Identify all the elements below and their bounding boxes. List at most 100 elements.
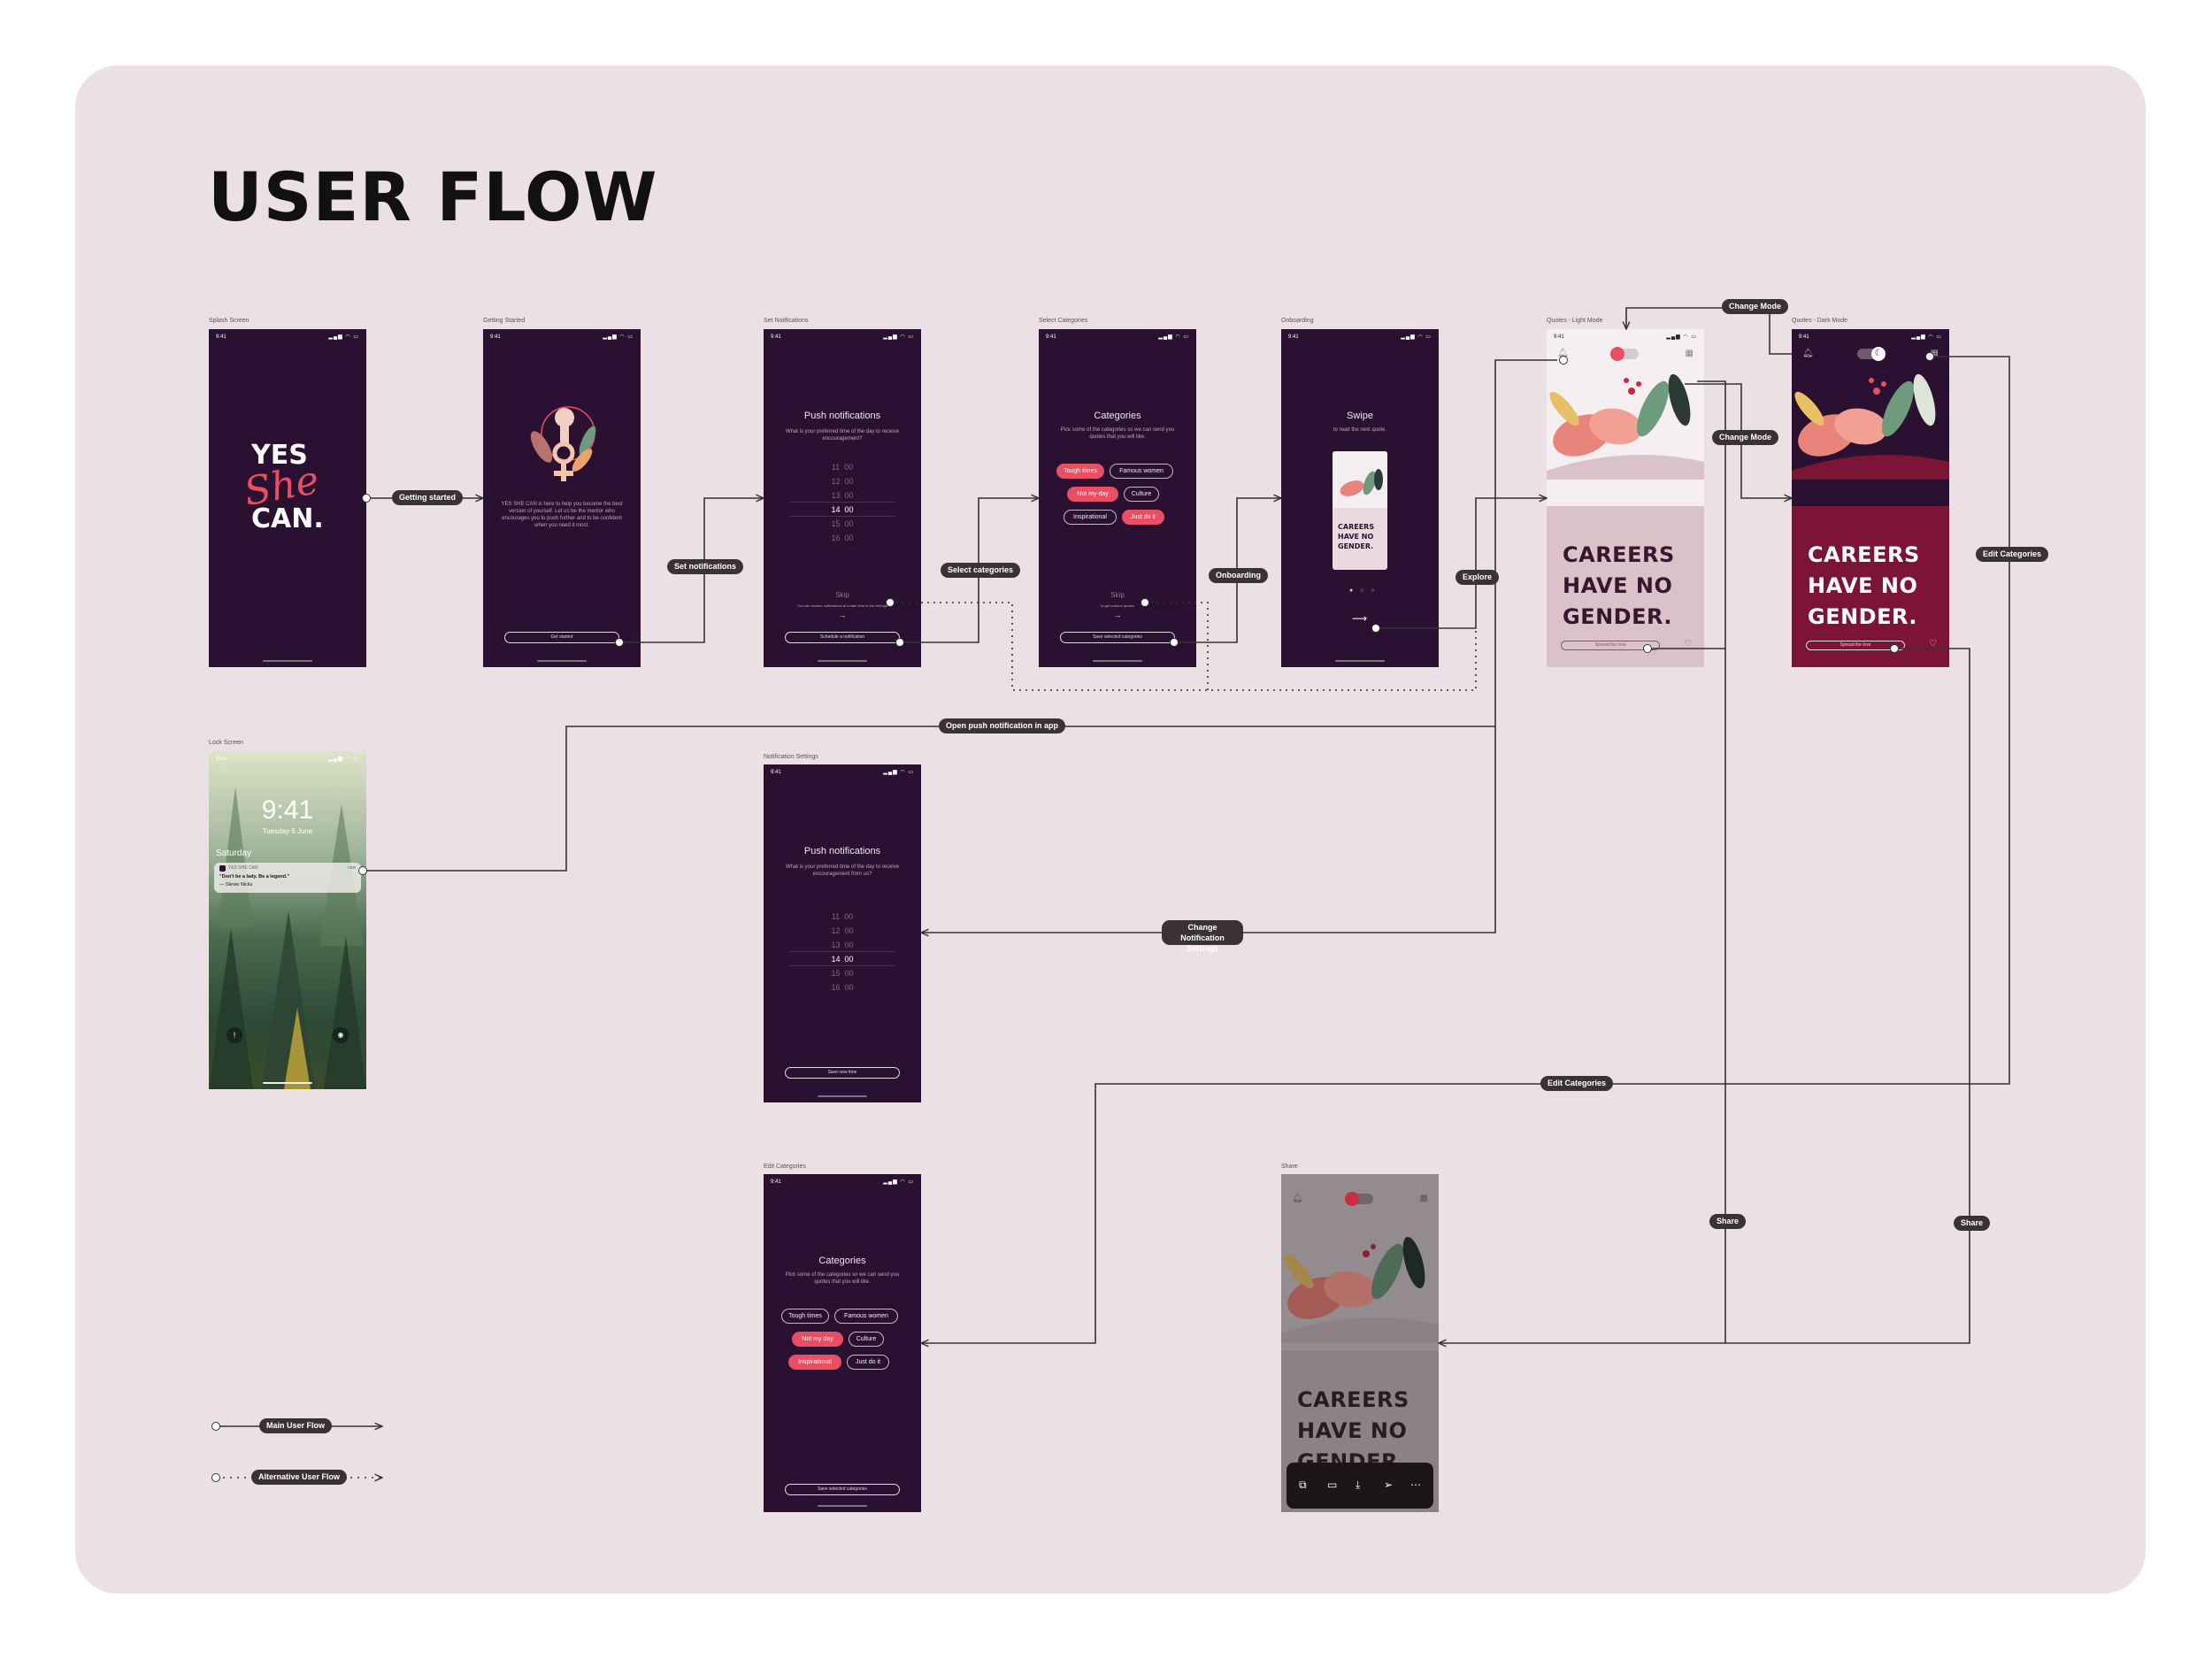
flow-label-change-mode-top[interactable]: Change Mode	[1722, 299, 1789, 314]
chip-culture[interactable]: Culture	[1124, 487, 1159, 502]
mode-toggle[interactable]	[1610, 347, 1639, 361]
chip-not-my-day[interactable]: Not my day	[792, 1332, 843, 1347]
bell-icon[interactable]: 🔔︎	[1802, 349, 1814, 358]
get-started-button[interactable]: Get started	[504, 632, 619, 643]
swipe-arrow-icon[interactable]: ⟶	[1352, 612, 1368, 625]
arrow-right-icon[interactable]: →	[1113, 611, 1122, 619]
send-icon[interactable]: ➢	[1384, 1479, 1394, 1491]
lock-day: Saturday	[216, 849, 252, 858]
chip-famous-women[interactable]: Famous women	[834, 1309, 898, 1324]
screen-quotes-light[interactable]: 9:41 ▂▄▆ ◠ ▭ 🔔︎ ▦ CAREERS HAVE NO GENDER…	[1547, 329, 1704, 667]
time-picker[interactable]: 11 00 12 00 13 00 14 00 15 00 16 00	[764, 460, 921, 545]
chip-just-do-it[interactable]: Just do it	[847, 1355, 889, 1370]
heart-icon[interactable]: ♡	[1929, 639, 1937, 649]
skip-link[interactable]: Skip	[835, 591, 849, 599]
push-notification[interactable]: YES SHE CAN now "Don't be a lady. Be a l…	[214, 863, 361, 893]
flow-label-getting-started[interactable]: Getting started	[392, 490, 464, 505]
screen-lock[interactable]: 9:41 ▂▄▆ ◠ ▭ 9:41 Tuesday 6 June Saturda…	[209, 751, 366, 1089]
screen-share[interactable]: 🔔︎ ▦ CAREERS HAVE NO GENDER. ⧉ ▭ ⤓ ➢ ⋯	[1281, 1174, 1439, 1512]
save-categories-button[interactable]: Save selected categories	[1060, 632, 1175, 643]
home-indicator	[818, 1505, 867, 1507]
chip-tough-times[interactable]: Tough times	[1056, 464, 1104, 479]
mode-toggle[interactable]: ☾	[1857, 347, 1886, 361]
picker-row[interactable]: 13 00	[764, 938, 921, 952]
picker-row[interactable]: 13 00	[764, 488, 921, 503]
chip-inspirational[interactable]: Inspirational	[788, 1355, 841, 1370]
arrow-right-icon[interactable]: →	[838, 611, 847, 619]
status-icons: ▂▄▆ ◠ ▭	[883, 770, 914, 775]
chip-just-do-it[interactable]: Just do it	[1122, 510, 1164, 525]
mode-toggle[interactable]	[1345, 1192, 1373, 1206]
legend-main-label: Main User Flow	[259, 1418, 333, 1433]
picker-hour: 12	[831, 477, 841, 486]
connector-start-dot	[358, 866, 367, 875]
chip-inspirational[interactable]: Inspirational	[1064, 510, 1117, 525]
connector-start-dot	[1925, 352, 1934, 361]
bell-icon[interactable]: 🔔︎	[1292, 1194, 1303, 1203]
flashlight-icon[interactable]: ǃ	[227, 1027, 242, 1043]
flow-label-open-push[interactable]: Open push notification in app	[939, 718, 1065, 733]
flow-label-share-left[interactable]: Share	[1709, 1214, 1747, 1229]
screen-getting-started[interactable]: 9:41 ▂▄▆ ◠ ▭ YES SHE CAN is here to help…	[483, 329, 641, 667]
picker-hour: 11	[831, 912, 841, 921]
grid-icon[interactable]: ▦	[1930, 349, 1939, 358]
screen-splash[interactable]: 9:41 ▂▄▆ ◠ ▭ YES She CAN.	[209, 329, 366, 667]
home-indicator	[263, 1082, 312, 1084]
screen-select-categories[interactable]: 9:41 ▂▄▆ ◠ ▭ Categories Pick some of the…	[1039, 329, 1196, 667]
flow-label-edit-categories-right[interactable]: Edit Categories	[1976, 547, 2049, 562]
grid-icon[interactable]: ▦	[1419, 1194, 1428, 1203]
grid-icon[interactable]: ▦	[1685, 349, 1694, 358]
picker-hour: 16	[831, 983, 841, 992]
screen-edit-categories[interactable]: 9:41 ▂▄▆ ◠ ▭ Categories Pick some of the…	[764, 1174, 921, 1512]
flow-label-onboarding[interactable]: Onboarding	[1209, 568, 1268, 583]
picker-row[interactable]: 15 00	[764, 517, 921, 531]
picker-row[interactable]: 12 00	[764, 474, 921, 488]
schedule-notification-button[interactable]: Schedule a notification	[785, 632, 900, 643]
picker-row-selected[interactable]: 14 00	[764, 952, 921, 966]
flow-label-change-mode-mid[interactable]: Change Mode	[1712, 430, 1779, 445]
chip-culture[interactable]: Culture	[849, 1332, 884, 1347]
picker-row[interactable]: 11 00	[764, 460, 921, 474]
screen-label-lock: Lock Screen	[209, 740, 243, 746]
splash-line1: YES	[251, 440, 308, 471]
screen-set-notifications[interactable]: 9:41 ▂▄▆ ◠ ▭ Push notifications What is …	[764, 329, 921, 667]
flow-label-change-notification[interactable]: Change Notification Settings	[1162, 920, 1243, 953]
picker-row[interactable]: 12 00	[764, 924, 921, 938]
share-sheet[interactable]: ⧉ ▭ ⤓ ➢ ⋯	[1286, 1463, 1433, 1509]
picker-row[interactable]: 16 00	[764, 531, 921, 545]
flow-label-share-right[interactable]: Share	[1954, 1216, 1991, 1231]
download-icon[interactable]: ⤓	[1356, 1479, 1361, 1491]
bell-icon[interactable]: 🔔︎	[1557, 349, 1569, 358]
flow-label-set-notifications[interactable]: Set notifications	[667, 559, 744, 574]
time-picker[interactable]: 11 00 12 00 13 00 14 00 15 00 16 00	[764, 910, 921, 995]
notification-app-name: YES SHE CAN	[228, 865, 258, 871]
flow-label-edit-categories-bottom[interactable]: Edit Categories	[1540, 1076, 1614, 1091]
chip-not-my-day[interactable]: Not my day	[1067, 487, 1118, 502]
more-icon[interactable]: ⋯	[1410, 1479, 1421, 1491]
picker-minute: 00	[844, 955, 854, 964]
connector-start-dot	[1170, 638, 1179, 647]
camera-icon[interactable]: ◉	[333, 1027, 349, 1043]
message-icon[interactable]: ▭	[1327, 1479, 1338, 1491]
getting-started-body: YES SHE CAN is here to help you become t…	[501, 502, 623, 529]
chip-famous-women[interactable]: Famous women	[1110, 464, 1173, 479]
page-dots[interactable]: ● ○ ○	[1349, 588, 1378, 594]
screen-quotes-dark[interactable]: 9:41 ▂▄▆ ◠ ▭ ☾ 🔔︎ ▦ CAREERS HAVE NO GEND…	[1792, 329, 1949, 667]
quote-line-3: GENDER.	[1808, 604, 1918, 629]
screen-notification-settings[interactable]: 9:41 ▂▄▆ ◠ ▭ Push notifications What is …	[764, 764, 921, 1102]
chip-tough-times[interactable]: Tough times	[781, 1309, 829, 1324]
skip-link[interactable]: Skip	[1110, 591, 1125, 599]
heart-icon[interactable]: ♡	[1684, 639, 1692, 649]
copy-icon[interactable]: ⧉	[1299, 1479, 1307, 1491]
screen-onboarding[interactable]: 9:41 ▂▄▆ ◠ ▭ Swipe to read the next quot…	[1281, 329, 1439, 667]
picker-row[interactable]: 16 00	[764, 980, 921, 995]
home-indicator	[818, 1095, 867, 1097]
picker-row-selected[interactable]: 14 00	[764, 503, 921, 517]
home-indicator	[1093, 660, 1142, 662]
picker-row[interactable]: 11 00	[764, 910, 921, 924]
flow-label-explore[interactable]: Explore	[1455, 570, 1500, 585]
picker-row[interactable]: 15 00	[764, 966, 921, 980]
flow-label-select-categories[interactable]: Select categories	[941, 563, 1021, 578]
save-categories-button[interactable]: Save selected categories	[785, 1484, 900, 1495]
save-new-time-button[interactable]: Save new time	[785, 1067, 900, 1079]
